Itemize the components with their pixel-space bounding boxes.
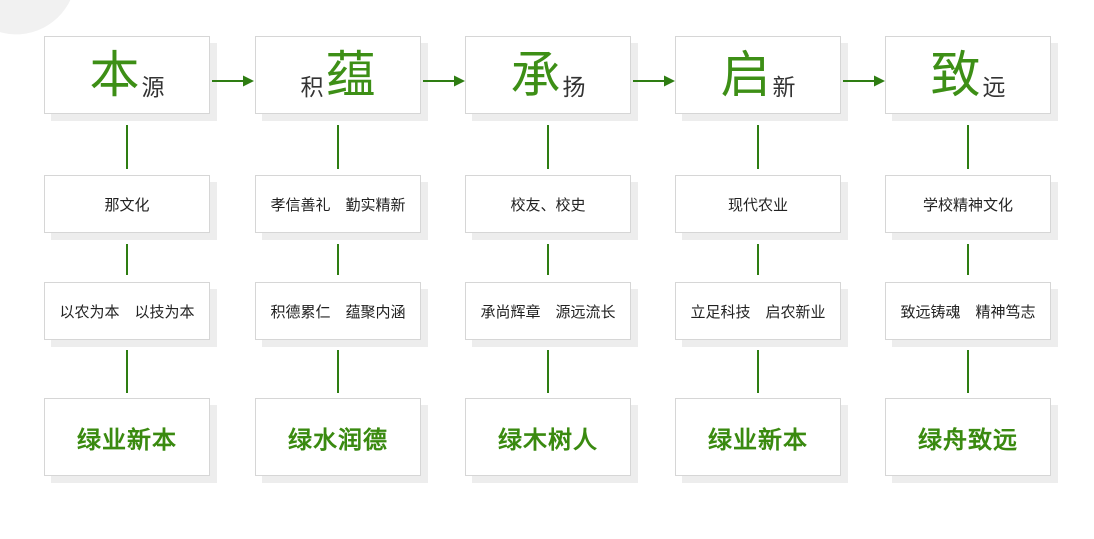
theme-text: 校友、校史 — [510, 195, 586, 214]
outcome-text: 绿木树人 — [498, 425, 598, 454]
flow-arrow-icon — [212, 75, 254, 87]
motto-box: 承尚辉章 源远流长 — [465, 282, 631, 340]
stage-header-box: 积蕴 — [255, 36, 421, 114]
head-big-char: 启 — [720, 46, 771, 104]
connector-line — [547, 125, 549, 169]
head-small-char: 源 — [141, 75, 165, 101]
theme-box: 那文化 — [44, 175, 210, 233]
stage-header: 启新 — [721, 50, 796, 100]
column-1: 本源 那文化 以农为本 以技为本 绿业新本 — [44, 0, 212, 539]
theme-text: 那文化 — [104, 195, 150, 214]
motto-box: 积德累仁 蕴聚内涵 — [255, 282, 421, 340]
column-2: 积蕴 孝信善礼 勤实精新 积德累仁 蕴聚内涵 绿水润德 — [255, 0, 423, 539]
flow-arrow-icon — [633, 75, 675, 87]
head-big-char: 蕴 — [325, 46, 376, 104]
connector-line — [126, 125, 128, 169]
motto-text: 立足科技 启农新业 — [690, 302, 826, 321]
outcome-box: 绿水润德 — [255, 398, 421, 476]
stage-header-box: 本源 — [44, 36, 210, 114]
outcome-box: 绿舟致远 — [885, 398, 1051, 476]
motto-text: 以农为本 以技为本 — [59, 302, 195, 321]
outcome-box: 绿木树人 — [465, 398, 631, 476]
theme-text: 孝信善礼 勤实精新 — [270, 195, 406, 214]
theme-text: 现代农业 — [727, 195, 788, 214]
motto-text: 致远铸魂 精神笃志 — [900, 302, 1036, 321]
stage-header: 致远 — [931, 50, 1006, 100]
head-small-char: 远 — [982, 75, 1006, 101]
theme-box: 现代农业 — [675, 175, 841, 233]
motto-box: 立足科技 启农新业 — [675, 282, 841, 340]
connector-line — [967, 244, 969, 275]
outcome-box: 绿业新本 — [675, 398, 841, 476]
head-big-char: 承 — [510, 46, 561, 104]
stage-header: 本源 — [90, 50, 165, 100]
outcome-text: 绿业新本 — [77, 425, 177, 454]
connector-line — [337, 350, 339, 393]
flow-arrow-icon — [423, 75, 465, 87]
connector-line — [967, 125, 969, 169]
head-big-char: 致 — [930, 46, 981, 104]
head-small-char: 新 — [772, 75, 796, 101]
motto-box: 致远铸魂 精神笃志 — [885, 282, 1051, 340]
theme-box: 校友、校史 — [465, 175, 631, 233]
stage-header-box: 承扬 — [465, 36, 631, 114]
stage-header-box: 启新 — [675, 36, 841, 114]
theme-box: 学校精神文化 — [885, 175, 1051, 233]
motto-box: 以农为本 以技为本 — [44, 282, 210, 340]
flow-arrow-icon — [843, 75, 885, 87]
motto-text: 承尚辉章 源远流长 — [480, 302, 616, 321]
connector-line — [337, 125, 339, 169]
stage-header: 承扬 — [511, 50, 586, 100]
head-small-char: 积 — [300, 75, 324, 101]
outcome-text: 绿业新本 — [708, 425, 808, 454]
column-4: 启新 现代农业 立足科技 启农新业 绿业新本 — [675, 0, 843, 539]
connector-line — [757, 244, 759, 275]
theme-box: 孝信善礼 勤实精新 — [255, 175, 421, 233]
outcome-text: 绿水润德 — [288, 425, 388, 454]
outcome-box: 绿业新本 — [44, 398, 210, 476]
column-5: 致远 学校精神文化 致远铸魂 精神笃志 绿舟致远 — [885, 0, 1053, 539]
connector-line — [547, 350, 549, 393]
connector-line — [967, 350, 969, 393]
stage-header: 积蕴 — [301, 50, 376, 100]
connector-line — [757, 125, 759, 169]
theme-text: 学校精神文化 — [922, 195, 1013, 214]
connector-line — [757, 350, 759, 393]
head-small-char: 扬 — [562, 75, 586, 101]
stage-header-box: 致远 — [885, 36, 1051, 114]
head-big-char: 本 — [89, 46, 140, 104]
connector-line — [126, 244, 128, 275]
motto-text: 积德累仁 蕴聚内涵 — [270, 302, 406, 321]
connector-line — [547, 244, 549, 275]
connector-line — [126, 350, 128, 393]
connector-line — [337, 244, 339, 275]
column-3: 承扬 校友、校史 承尚辉章 源远流长 绿木树人 — [465, 0, 633, 539]
outcome-text: 绿舟致远 — [918, 425, 1018, 454]
